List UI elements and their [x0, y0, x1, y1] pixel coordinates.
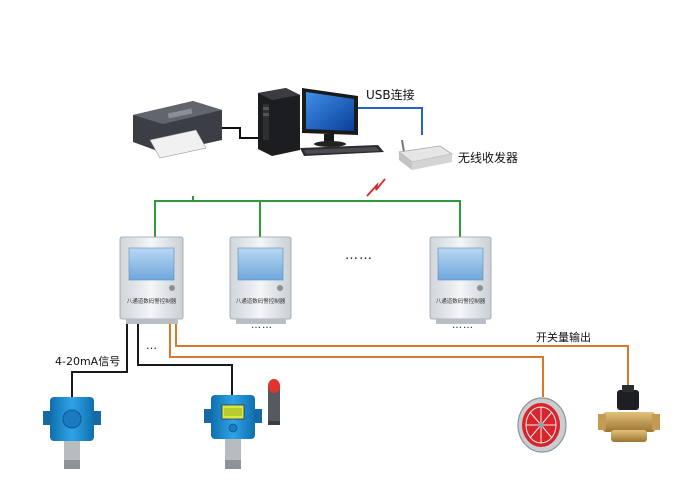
keyboard-icon	[300, 145, 384, 156]
controller-1: 八通道数码警控制器	[119, 236, 184, 324]
controller-panel-label: 八通道数码警控制器	[436, 297, 486, 305]
exhaust-fan-icon	[517, 397, 567, 453]
alarm-light-icon	[268, 379, 280, 425]
printer-icon	[133, 101, 222, 159]
wireless-link-icon	[366, 178, 386, 197]
controller-2: 八通道数码警控制器	[229, 236, 292, 324]
analog-signal-label: 4-20mA信号	[55, 355, 121, 368]
usb-connection-line	[358, 107, 423, 135]
relay-output-wires	[169, 324, 629, 397]
network-bus	[154, 196, 461, 237]
more-sensors-ellipsis: …	[146, 339, 158, 352]
wireless-router-icon	[398, 139, 454, 170]
printer-cable	[222, 127, 258, 139]
monitor-icon	[302, 88, 358, 147]
controller-panel-label: 八通道数码警控制器	[127, 297, 177, 305]
solenoid-valve-icon	[598, 385, 660, 442]
gas-sensor-icon	[204, 395, 262, 469]
analog-signal-wires	[71, 324, 233, 400]
wireless-transceiver-label: 无线收发器	[458, 151, 519, 165]
more-controllers-ellipsis: ……	[345, 248, 373, 263]
more-channels-ellipsis: ……	[452, 320, 474, 331]
controller-panel-label: 八通道数码警控制器	[236, 297, 286, 305]
controller-3: 八通道数码警控制器	[429, 236, 492, 324]
gas-sensor-icon	[43, 397, 101, 469]
usb-connection-label: USB连接	[366, 88, 415, 102]
desktop-computer-icon	[258, 88, 300, 156]
more-channels-ellipsis: ……	[251, 320, 273, 331]
switch-output-label: 开关量输出	[536, 331, 591, 344]
